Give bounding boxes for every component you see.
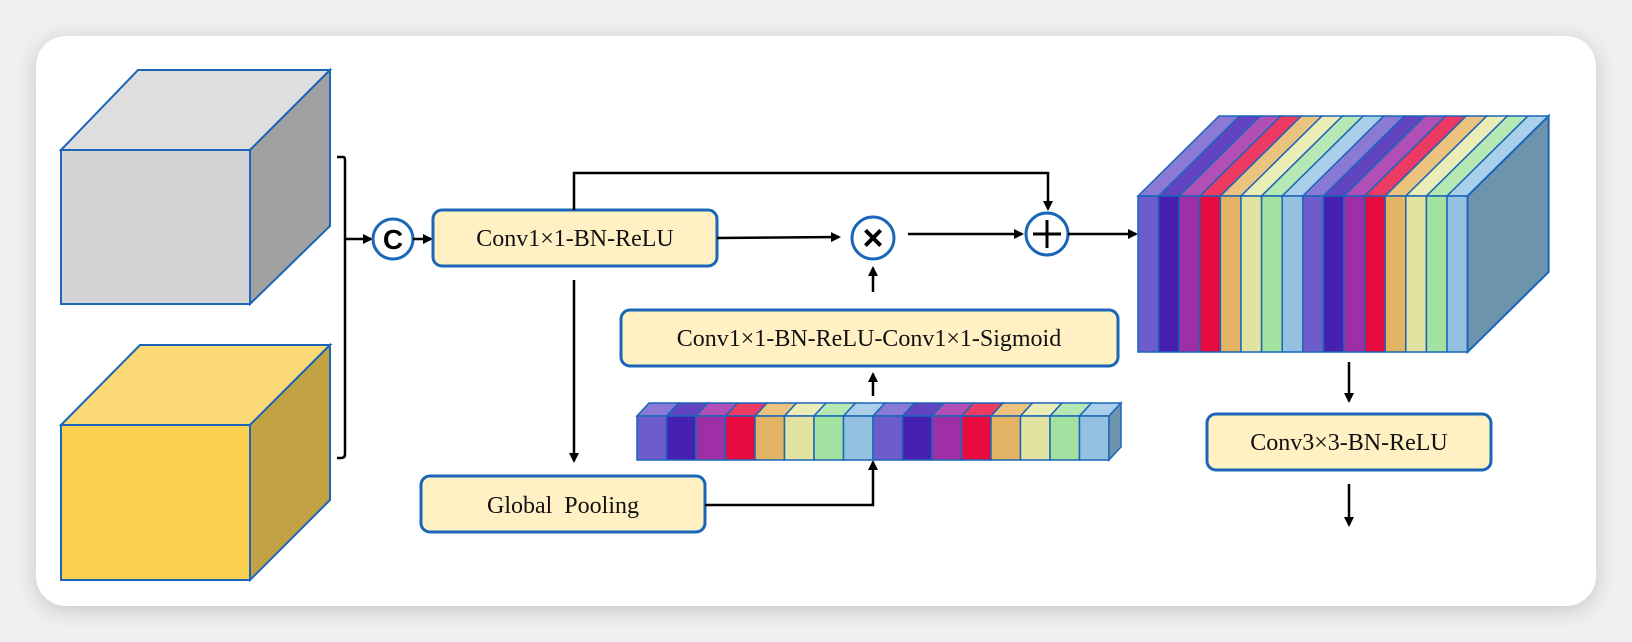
global-pooling-label: Global Pooling (487, 493, 639, 519)
stack-slice (1322, 195, 1345, 353)
concat-symbol: C (383, 224, 403, 255)
vector-cell (636, 415, 668, 461)
vector-cell (665, 415, 697, 461)
stack-slice (1260, 195, 1283, 353)
attention-label: Conv1×1-BN-ReLU-Conv1×1-Sigmoid (677, 326, 1061, 352)
vector-cell (1019, 415, 1051, 461)
stack-slice (1157, 195, 1180, 353)
concat-operator: C (371, 217, 415, 261)
arrow-pooling-to-vector (705, 460, 878, 507)
cube-front-face (60, 149, 251, 305)
stack-slice (1446, 195, 1469, 353)
stack-slice (1343, 195, 1366, 353)
stack-slice (1425, 195, 1448, 353)
vector-cell (990, 415, 1022, 461)
stack-side-face (1466, 113, 1550, 355)
vector-cell (960, 415, 992, 461)
vector-cell (783, 415, 815, 461)
input-cube-gray (58, 67, 333, 307)
stack-slice (1137, 195, 1160, 353)
attention-box (619, 308, 1120, 368)
stack-slice (1405, 195, 1428, 353)
cube-front-face (60, 424, 251, 581)
stack-slice (1363, 195, 1386, 353)
multiply-symbol: × (862, 217, 883, 258)
vector-cell (813, 415, 845, 461)
output-feature-stack (1136, 113, 1551, 355)
input-cube-yellow (58, 342, 333, 583)
stack-slice (1219, 195, 1242, 353)
conv3x3-block: Conv3×3-BN-ReLU (1205, 412, 1493, 472)
vector-cell (1078, 415, 1110, 461)
vector-cell (754, 415, 786, 461)
arrow-conv1-to-multiply (716, 232, 841, 243)
vector-cell (872, 415, 904, 461)
stack-slice (1281, 195, 1304, 353)
stack-slice (1178, 195, 1201, 353)
multiply-icon (850, 215, 896, 261)
add-operator (1024, 211, 1070, 257)
vector-cell (695, 415, 727, 461)
stack-slice (1384, 195, 1407, 353)
vector-cell (901, 415, 933, 461)
vector-cell (842, 415, 874, 461)
channel-attention-vector (635, 401, 1123, 462)
stack-slice (1240, 195, 1263, 353)
skip-connection (572, 171, 1053, 211)
merge-bracket (337, 155, 347, 460)
vector-cell (1049, 415, 1081, 461)
conv3x3-label: Conv3×3-BN-ReLU (1250, 430, 1448, 456)
stack-slice (1199, 195, 1222, 353)
vector-side-face (1108, 401, 1122, 462)
global-pooling-block: Global Pooling (419, 474, 707, 534)
stack-slice (1302, 195, 1325, 353)
attention-block: Conv1×1-BN-ReLU-Conv1×1-Sigmoid (619, 308, 1120, 368)
conv3x3-box (1205, 412, 1493, 472)
vector-cell (724, 415, 756, 461)
conv1x1-block: Conv1×1-BN-ReLU (431, 208, 719, 268)
conv1x1-label: Conv1×1-BN-ReLU (476, 226, 674, 252)
vector-cell (931, 415, 963, 461)
multiply-operator: × (850, 215, 896, 261)
